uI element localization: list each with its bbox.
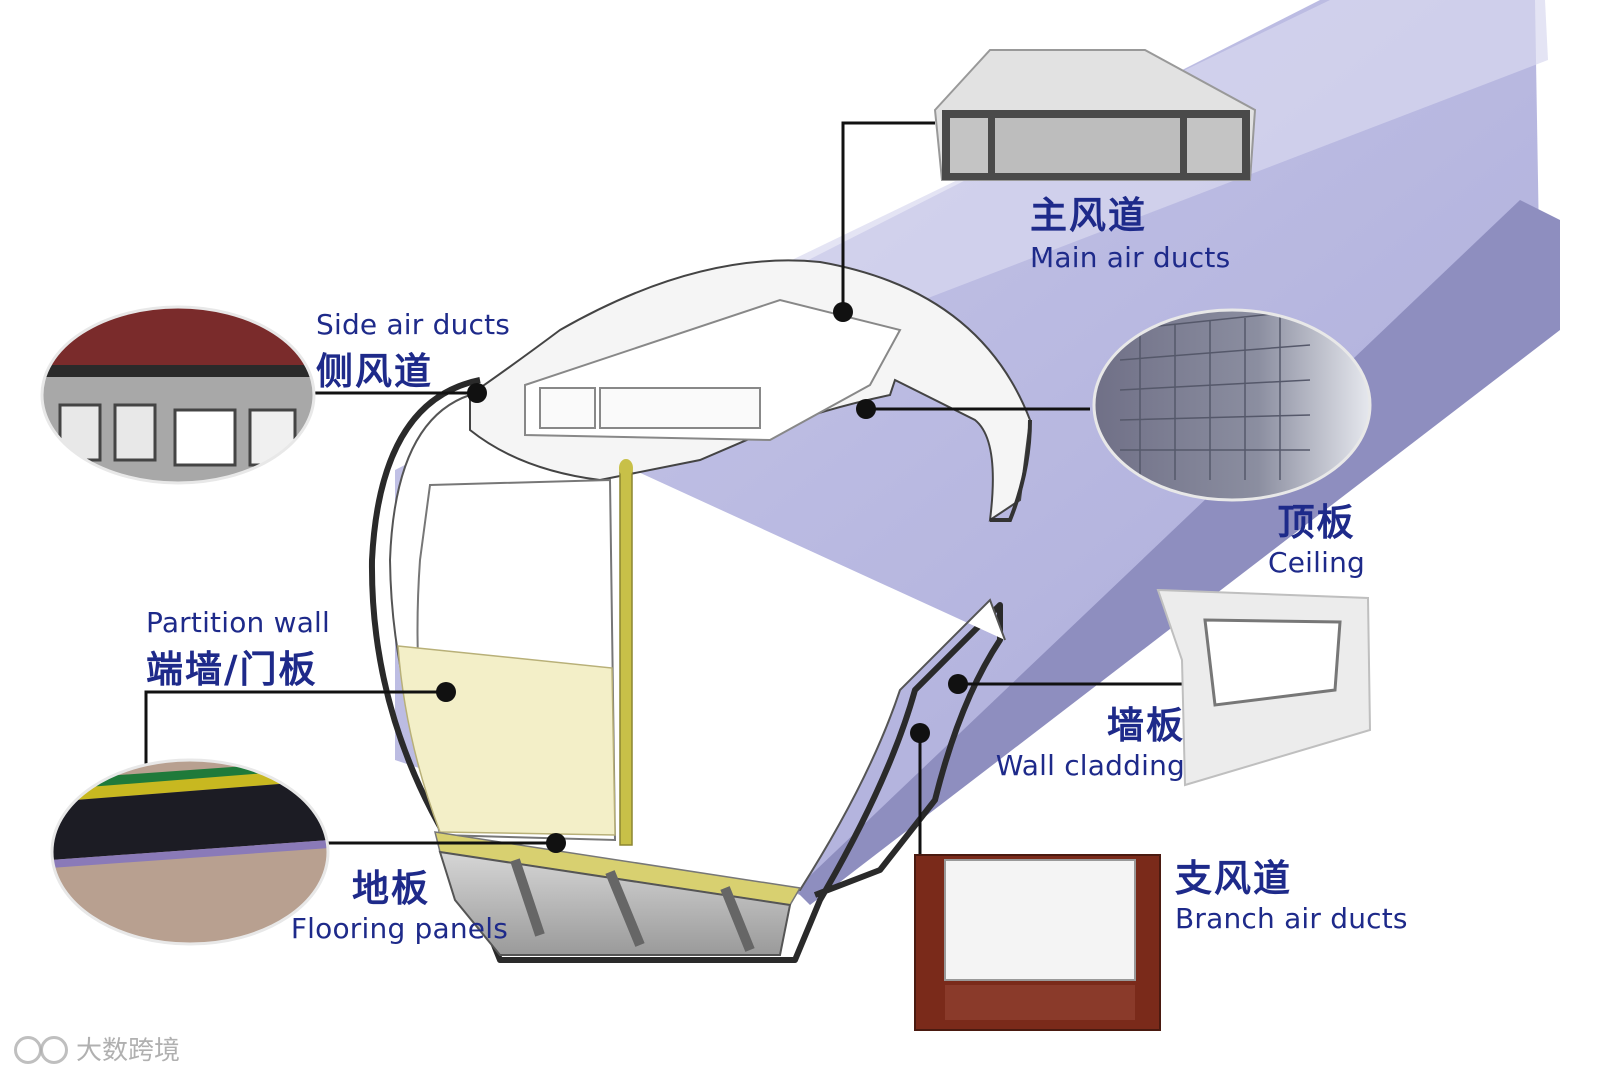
partition-wall-label: Partition wall 端墙/门板 bbox=[146, 606, 330, 693]
ceiling-label: 顶板 Ceiling bbox=[1268, 492, 1365, 579]
branch-air-ducts-en: Branch air ducts bbox=[1175, 902, 1408, 935]
wall-cladding-zh: 墙板 bbox=[995, 695, 1185, 749]
watermark-text: 大数跨境 bbox=[76, 1030, 180, 1067]
branch-air-duct-photo bbox=[915, 855, 1160, 1030]
partition-wall-en: Partition wall bbox=[146, 606, 330, 639]
flooring-panels-label: 地板 Flooring panels bbox=[288, 858, 508, 945]
flooring-panels-en: Flooring panels bbox=[288, 912, 508, 945]
watermark: 大数跨境 bbox=[14, 1030, 180, 1067]
wall-cladding-photo bbox=[1158, 590, 1370, 785]
branch-air-ducts-zh: 支风道 bbox=[1175, 848, 1408, 902]
flooring-panels-zh: 地板 bbox=[288, 858, 508, 912]
main-air-ducts-zh: 主风道 bbox=[1030, 185, 1230, 239]
partition-wall-zh: 端墙/门板 bbox=[146, 639, 330, 693]
side-air-ducts-label: Side air ducts 侧风道 bbox=[316, 308, 510, 395]
ceiling-zh: 顶板 bbox=[1268, 492, 1365, 546]
watermark-logo-icon bbox=[14, 1034, 70, 1064]
branch-air-ducts-label: 支风道 Branch air ducts bbox=[1175, 848, 1408, 935]
main-air-ducts-en: Main air ducts bbox=[1030, 241, 1230, 274]
main-air-ducts-label: 主风道 Main air ducts bbox=[1030, 185, 1230, 274]
side-air-ducts-en: Side air ducts bbox=[316, 308, 510, 341]
wall-cladding-en: Wall cladding bbox=[995, 749, 1185, 782]
wall-cladding-label: 墙板 Wall cladding bbox=[995, 695, 1185, 782]
ceiling-en: Ceiling bbox=[1268, 546, 1365, 579]
side-air-ducts-zh: 侧风道 bbox=[316, 341, 510, 395]
